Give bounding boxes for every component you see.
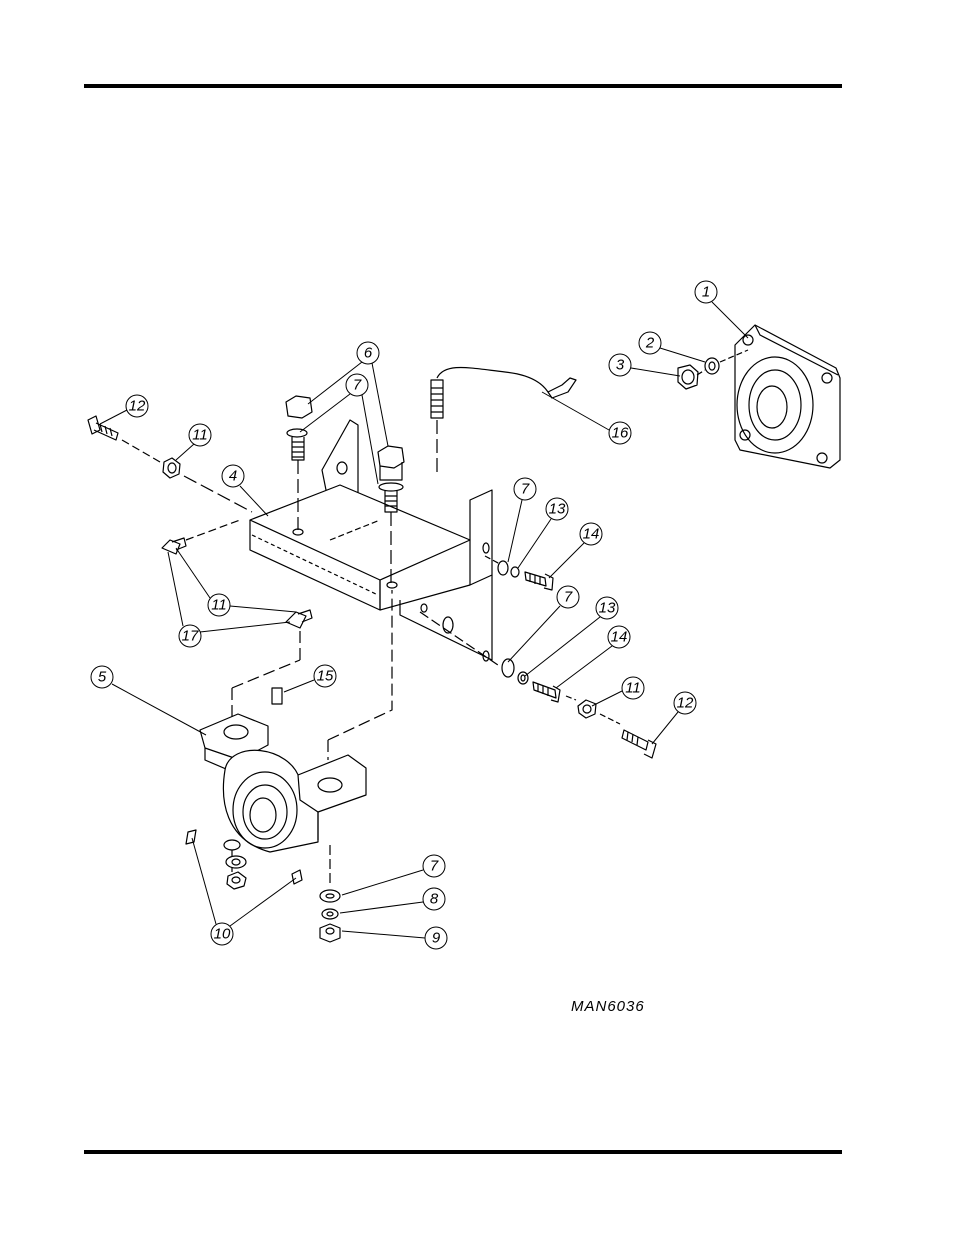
flange-bearing-part xyxy=(735,325,840,468)
callout-1: 1 xyxy=(702,284,710,301)
callout-leaders xyxy=(91,281,748,949)
callout-11-top: 11 xyxy=(192,427,208,444)
callout-9: 9 xyxy=(432,930,441,947)
upper-right-fasteners xyxy=(485,556,553,590)
callout-13-upper: 13 xyxy=(549,501,566,518)
lower-right-washer-stack xyxy=(320,845,340,942)
callout-11-right: 11 xyxy=(625,680,641,697)
callout-12-right: 12 xyxy=(677,695,694,712)
callout-4: 4 xyxy=(229,468,237,485)
callout-7-right-lower: 7 xyxy=(564,589,573,606)
callout-17: 17 xyxy=(182,628,199,645)
callout-5: 5 xyxy=(98,669,107,686)
mounting-bracket-part xyxy=(250,420,492,661)
pillow-block-bearing-part xyxy=(200,590,392,880)
drawing-id-label: MAN6036 xyxy=(571,998,645,1015)
callout-16: 16 xyxy=(612,425,629,442)
callout-15: 15 xyxy=(317,668,334,685)
callout-14-upper: 14 xyxy=(583,526,600,543)
callout-8: 8 xyxy=(430,891,439,908)
callout-7-right-upper: 7 xyxy=(521,481,530,498)
callout-11-left: 11 xyxy=(211,597,227,614)
upper-left-bolt-and-nut xyxy=(88,416,252,512)
callout-14-lower: 14 xyxy=(611,629,628,646)
callout-12-top: 12 xyxy=(129,398,146,415)
callout-3: 3 xyxy=(616,357,625,374)
callout-2: 2 xyxy=(645,335,655,352)
callout-6: 6 xyxy=(364,345,373,362)
callout-7-bottom: 7 xyxy=(430,858,439,875)
callout-10: 10 xyxy=(214,926,231,943)
callout-7-upper: 7 xyxy=(353,377,362,394)
sensor-cable-part xyxy=(431,368,576,476)
callout-13-lower: 13 xyxy=(599,600,616,617)
